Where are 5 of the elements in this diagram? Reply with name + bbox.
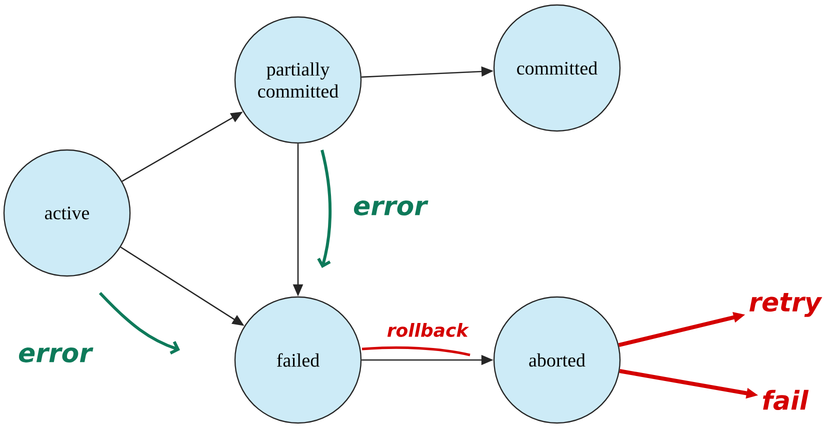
annotation-text: fail — [762, 390, 809, 410]
annotation-text: error — [354, 200, 428, 216]
annotation-text: retry — [749, 293, 822, 317]
edge-label: rollback — [387, 323, 470, 337]
annotation-text: error — [18, 348, 94, 362]
